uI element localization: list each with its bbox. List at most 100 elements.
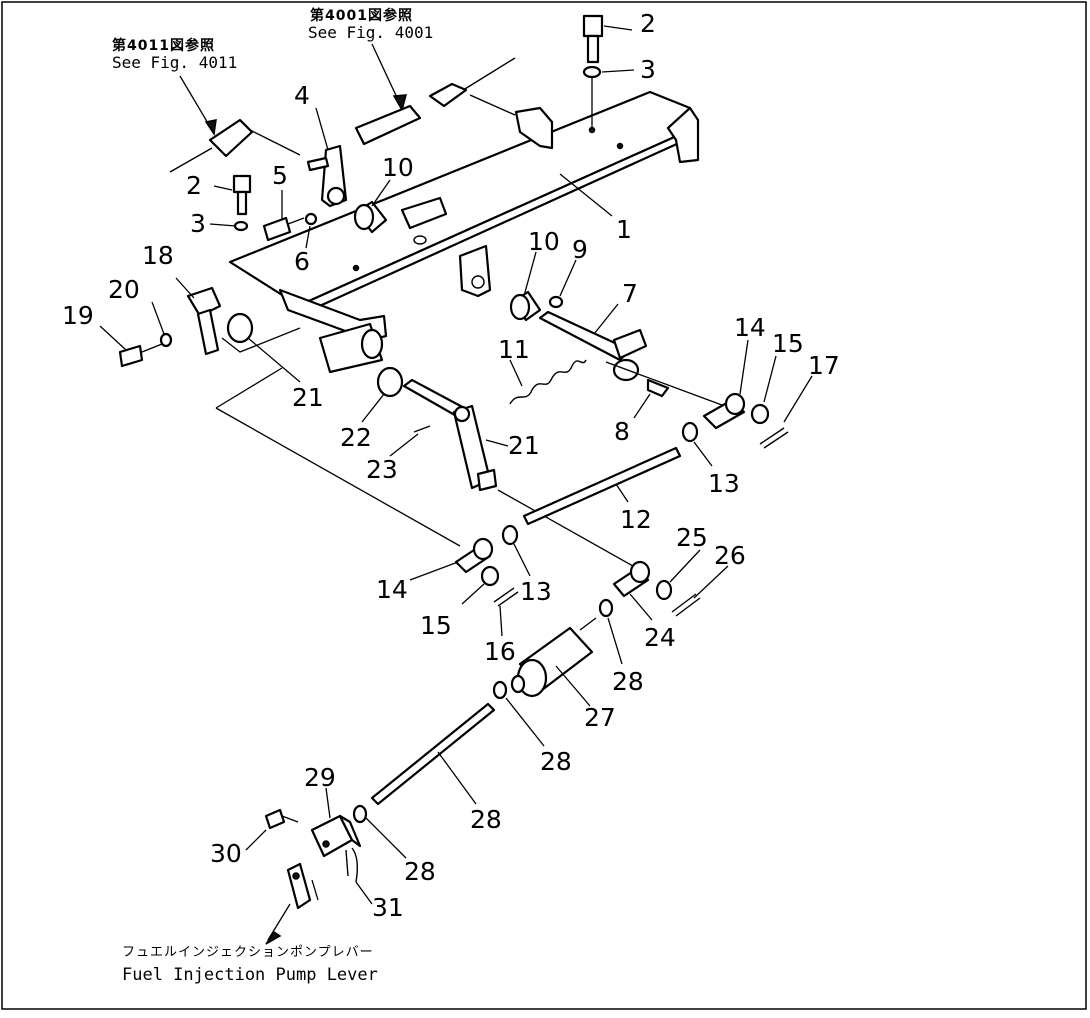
callout-1: 1 (616, 215, 632, 244)
callout-21-lower: 22 (340, 423, 372, 452)
pump-lever-shape (265, 862, 319, 945)
part-16-pin-lower (493, 587, 519, 607)
callout-8: 8 (614, 417, 630, 446)
callout-23: 24 (644, 623, 676, 652)
part-27-rod (370, 702, 496, 806)
part-14-joint-lower (454, 537, 494, 574)
caption-jp: フュエルインジェクションポンプレバー (122, 945, 374, 960)
part-18-bolt (118, 343, 163, 368)
part-2-bolt-left (232, 174, 252, 216)
ref-4011-en: See Fig. 4011 (112, 53, 237, 72)
part-6-washer (304, 212, 318, 226)
part-10-bushing-lower (509, 290, 542, 322)
callout-7: 7 (622, 279, 638, 308)
part-1-bracket (228, 90, 700, 342)
part-28-nut-lower (352, 804, 368, 824)
callout-17: 18 (142, 241, 174, 270)
callout-22: 23 (366, 455, 398, 484)
callouts: 2 3 4 1 2 3 5 6 10 10 9 7 11 8 14 15 17 … (62, 9, 840, 922)
callout-3-left: 3 (190, 209, 206, 238)
part-28-nut-middle (492, 680, 508, 700)
callout-26: 27 (584, 703, 616, 732)
reference-fig-4001: 第4001図参照 See Fig. 4001 (308, 7, 433, 112)
part-9-clip (548, 295, 564, 309)
part-13-nut-upper (681, 421, 699, 443)
part-13-nut-lower (501, 524, 519, 546)
callout-2-top: 2 (640, 9, 656, 38)
callout-13-upper: 13 (708, 469, 740, 498)
callout-21-upper: 21 (292, 383, 324, 412)
callout-14-lower: 14 (376, 575, 408, 604)
ref-4011-jp: 第4011図参照 (112, 37, 215, 54)
assembly-lines (215, 327, 731, 571)
part-8-nut (646, 378, 670, 398)
reference-fig-4011: 第4011図参照 See Fig. 4011 (112, 37, 237, 137)
part-21-holder (318, 322, 384, 374)
callout-12: 12 (620, 505, 652, 534)
part-24-nut (655, 579, 673, 601)
part-17-lever (186, 286, 222, 356)
ref-4001-jp: 第4001図参照 (310, 7, 413, 24)
callout-31: 31 (372, 893, 404, 922)
callout-16-lower: 16 (484, 637, 516, 666)
callout-15-upper: 15 (772, 329, 804, 358)
part-20-lever (402, 378, 498, 492)
ref-4001-arrow (371, 43, 401, 105)
part-26-adjuster (510, 617, 597, 698)
part-29-yoke (310, 814, 362, 858)
part-7-shaft (538, 310, 648, 382)
callout-14-upper: 14 (734, 313, 766, 342)
callout-6: 6 (294, 247, 310, 276)
callout-10-upper: 10 (382, 153, 414, 182)
part-25-pin (671, 593, 701, 617)
callout-9: 9 (572, 235, 588, 264)
part-15-nut-upper (750, 403, 770, 425)
part-23-joint (612, 560, 651, 598)
ref-4011-arrowhead (204, 119, 217, 137)
callout-11: 11 (498, 335, 530, 364)
part-19-nut (159, 332, 173, 348)
part-31-pin (345, 847, 359, 883)
callout-18: 19 (62, 301, 94, 330)
part-21-bushing-lower (376, 366, 404, 398)
callout-19: 20 (108, 275, 140, 304)
callout-10-lower: 10 (528, 227, 560, 256)
part-3-washer-top (582, 65, 602, 79)
callout-13-lower: 13 (520, 577, 552, 606)
callout-29: 29 (304, 763, 336, 792)
part-16-pin-upper (759, 427, 789, 449)
control-cables (169, 57, 516, 173)
ref-4001-en: See Fig. 4001 (308, 23, 433, 42)
part-21-bushing-upper (226, 312, 254, 344)
part-12-rod (522, 446, 682, 526)
part-15-nut-lower (480, 565, 500, 587)
callout-4: 4 (294, 81, 310, 110)
callout-24: 25 (676, 523, 708, 552)
part-22-pin (413, 425, 431, 433)
part-30-bolt (264, 808, 299, 830)
ref-4011-arrow (179, 75, 213, 131)
callout-27: 28 (470, 805, 502, 834)
part-11-spring (509, 359, 587, 405)
caption-en: Fuel Injection Pump Lever (122, 965, 378, 985)
callout-28-lower: 28 (404, 857, 436, 886)
callout-15-lower: 15 (420, 611, 452, 640)
part-4-lever (306, 144, 348, 208)
part-5-bolt (262, 216, 305, 242)
part-3-washer-left (233, 220, 249, 232)
part-28-nut-upper (598, 598, 614, 618)
callout-2-left: 2 (186, 171, 202, 200)
callout-3-top: 3 (640, 55, 656, 84)
part-10-bushing-upper (353, 200, 388, 234)
callout-28-middle: 28 (540, 747, 572, 776)
callout-30: 30 (210, 839, 242, 868)
callout-25: 26 (714, 541, 746, 570)
part-14-joint-upper (702, 392, 746, 430)
ref-4001-arrowhead (392, 94, 407, 112)
callout-16-upper: 17 (808, 351, 840, 380)
part-2-bolt-top (582, 14, 604, 64)
callout-28-upper: 28 (612, 667, 644, 696)
